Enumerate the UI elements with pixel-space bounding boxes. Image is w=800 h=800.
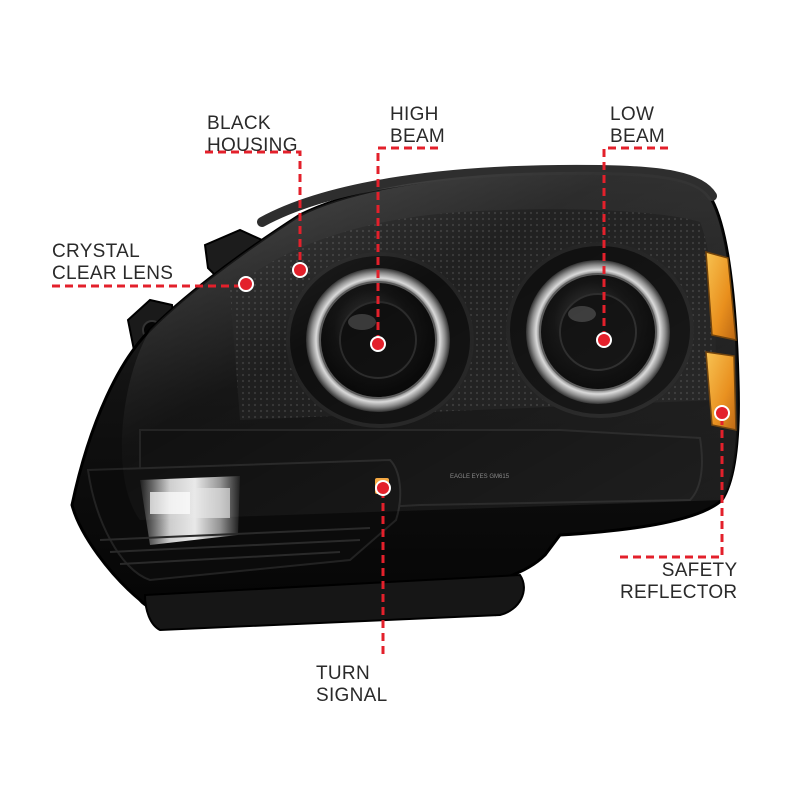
callout-turn-signal: TURN SIGNAL (316, 663, 388, 707)
callout-dot-crystal-clear-lens (238, 276, 254, 292)
callout-crystal-clear-lens-line2: CLEAR LENS (52, 263, 174, 284)
callout-dot-turn-signal (375, 480, 391, 496)
callout-high-beam: HIGH BEAM (390, 104, 445, 148)
callout-dot-black-housing (292, 262, 308, 278)
callout-black-housing: BLACK HOUSING (207, 113, 298, 157)
lens-brand-marking: EAGLE EYES GM615 (450, 474, 510, 480)
callout-safety-reflector: SAFETY REFLECTOR (620, 560, 737, 604)
callout-safety-reflector-line1: SAFETY (661, 560, 738, 581)
callout-crystal-clear-lens: CRYSTAL CLEAR LENS (52, 241, 173, 285)
callout-high-beam-line1: HIGH (390, 104, 439, 125)
callout-black-housing-line1: BLACK (207, 113, 271, 134)
callout-turn-signal-line2: SIGNAL (316, 685, 388, 706)
callout-dot-safety-reflector (714, 405, 730, 421)
callout-dot-low-beam (596, 332, 612, 348)
callout-black-housing-line2: HOUSING (207, 135, 298, 156)
callout-turn-signal-line1: TURN (316, 663, 370, 684)
callout-lines (52, 146, 724, 658)
callout-low-beam-line2: BEAM (610, 126, 666, 147)
callout-safety-reflector-line2: REFLECTOR (620, 582, 738, 603)
callout-dots (238, 262, 730, 496)
callout-dot-high-beam (370, 336, 386, 352)
callout-high-beam-line2: BEAM (390, 126, 446, 147)
callout-low-beam: LOW BEAM (610, 104, 665, 148)
callout-low-beam-line1: LOW (610, 104, 655, 125)
callout-crystal-clear-lens-line1: CRYSTAL (52, 241, 140, 262)
